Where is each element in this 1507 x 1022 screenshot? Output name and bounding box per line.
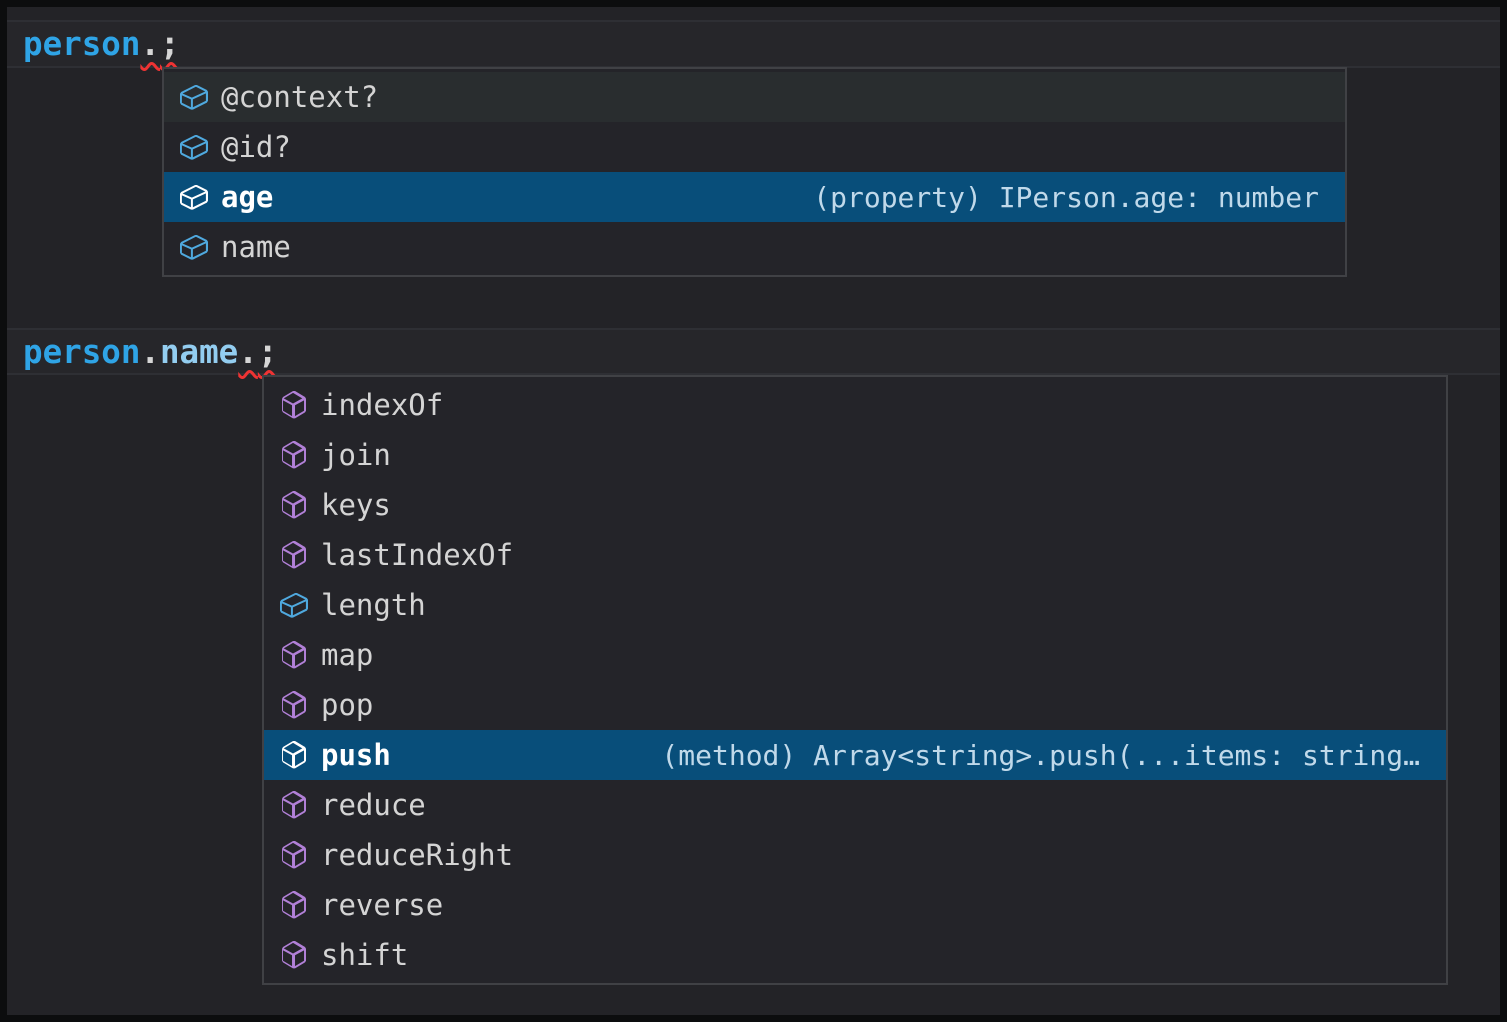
suggestion-item[interactable]: @id? [164, 122, 1345, 172]
suggestion-label: map [321, 638, 374, 672]
symbol-method-icon [278, 439, 310, 471]
current-line-highlight-1 [7, 20, 1500, 68]
suggestion-item[interactable]: pop [264, 680, 1446, 730]
symbol-method-icon [278, 739, 310, 771]
suggestion-item[interactable]: reduceRight [264, 830, 1446, 880]
symbol-field-icon [178, 131, 210, 163]
suggestion-item[interactable]: push (method) Array<string>.push(...items… [264, 730, 1446, 780]
suggestion-label: indexOf [321, 388, 444, 422]
suggestion-label: keys [321, 488, 391, 522]
suggestion-item[interactable]: name [164, 222, 1345, 272]
symbol-field-icon [278, 589, 310, 621]
symbol-field-icon [178, 231, 210, 263]
suggestion-label: length [321, 588, 426, 622]
suggestion-label: pop [321, 688, 374, 722]
suggestion-label: join [321, 438, 391, 472]
code-token-property: name [159, 333, 239, 371]
suggestion-label: reverse [321, 888, 444, 922]
suggestion-item[interactable]: age (property) IPerson.age: number [164, 172, 1345, 222]
code-line-1[interactable]: person.; [23, 22, 180, 66]
suggestion-item[interactable]: @context? [164, 72, 1345, 122]
suggestion-label: @context? [221, 80, 379, 114]
suggestion-label: @id? [221, 130, 291, 164]
suggestion-item[interactable]: shift [264, 930, 1446, 980]
suggestion-detail: (property) IPerson.age: number [813, 180, 1319, 214]
symbol-method-icon [278, 389, 310, 421]
code-token-dot: . [140, 333, 160, 371]
code-token-semicolon-error: ; [159, 25, 180, 63]
symbol-method-icon [278, 939, 310, 971]
code-token-variable: person [23, 333, 141, 371]
code-token-variable: person [23, 25, 141, 63]
suggestion-label: reduceRight [321, 838, 514, 872]
code-line-2[interactable]: person.name.; [23, 330, 277, 374]
suggestion-label: shift [321, 938, 409, 972]
symbol-method-icon [278, 789, 310, 821]
suggestion-item[interactable]: reduce [264, 780, 1446, 830]
suggestion-label: reduce [321, 788, 426, 822]
suggest-widget-2: indexOf join keys lastIndexOf length map pop pu… [262, 375, 1448, 985]
suggestion-item[interactable]: indexOf [264, 380, 1446, 430]
code-token-dot-error: . [238, 333, 258, 371]
code-token-dot-error: . [140, 25, 160, 63]
suggestion-item[interactable]: map [264, 630, 1446, 680]
suggestion-item[interactable]: keys [264, 480, 1446, 530]
code-editor[interactable]: person.; @context? @id? age (property) IPer… [7, 7, 1500, 1015]
symbol-method-icon [278, 489, 310, 521]
suggestion-label: name [221, 230, 291, 264]
suggestion-detail: (method) Array<string>.push(...items: st… [661, 738, 1420, 772]
symbol-method-icon [278, 839, 310, 871]
suggestion-item[interactable]: length [264, 580, 1446, 630]
suggestion-item[interactable]: lastIndexOf [264, 530, 1446, 580]
suggestion-label: age [221, 180, 274, 214]
suggestion-label: push [321, 738, 391, 772]
symbol-field-icon [178, 81, 210, 113]
suggestion-label: lastIndexOf [321, 538, 514, 572]
current-line-highlight-2 [7, 328, 1500, 375]
symbol-field-icon [178, 181, 210, 213]
suggest-widget-1: @context? @id? age (property) IPerson.age: … [162, 67, 1347, 277]
suggestion-item[interactable]: join [264, 430, 1446, 480]
code-token-semicolon-error: ; [257, 333, 278, 371]
symbol-method-icon [278, 889, 310, 921]
symbol-method-icon [278, 539, 310, 571]
symbol-method-icon [278, 639, 310, 671]
symbol-method-icon [278, 689, 310, 721]
suggestion-item[interactable]: reverse [264, 880, 1446, 930]
